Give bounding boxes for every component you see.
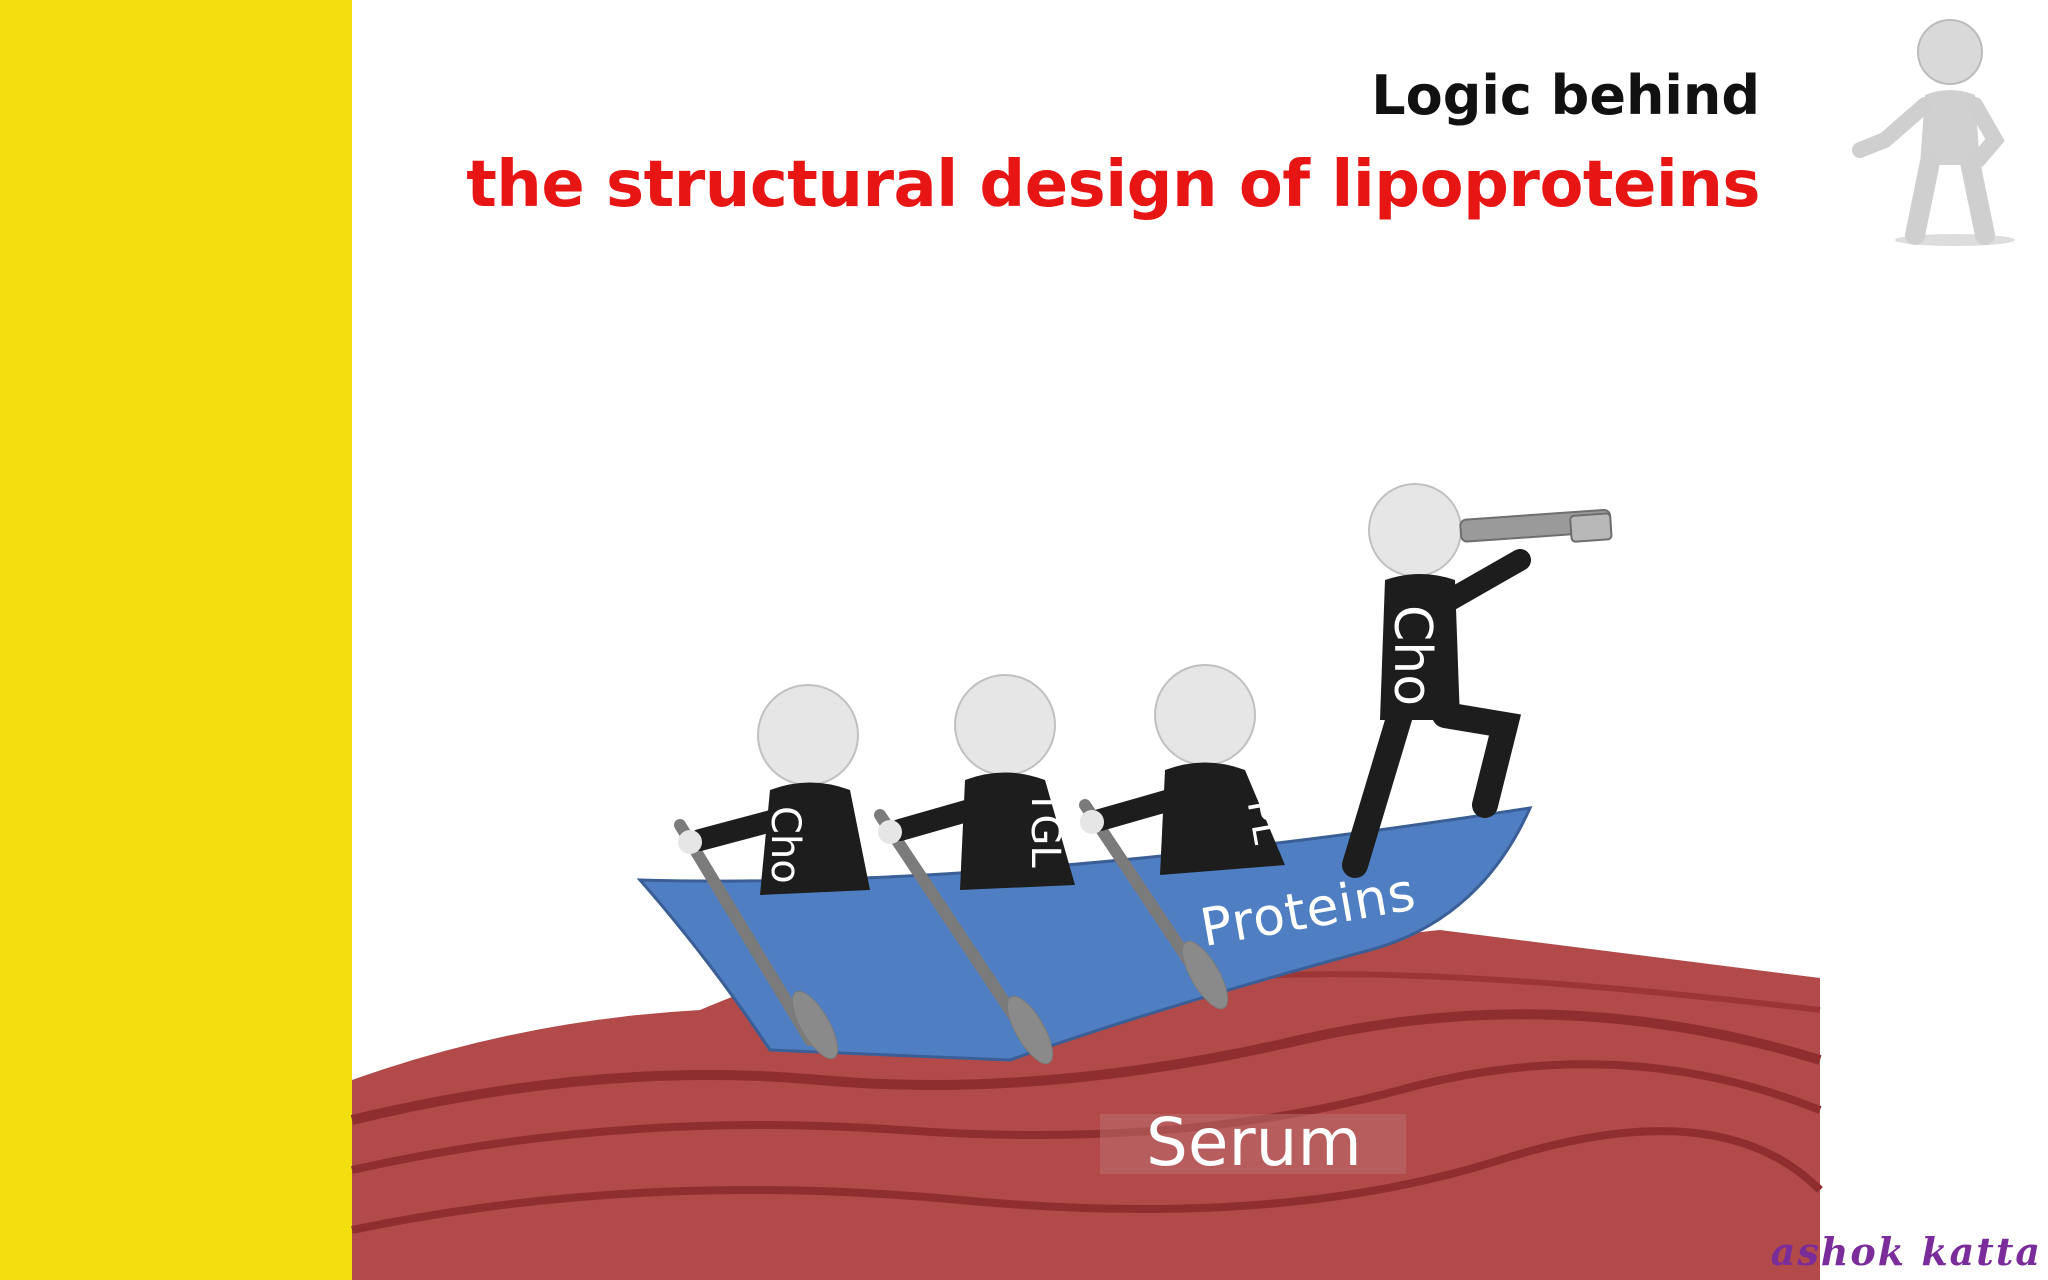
left-yellow-band [0, 0, 352, 1280]
title-line-2: the structural design of lipoproteins [466, 148, 1760, 222]
telescope-icon [1459, 508, 1613, 543]
rower-label-pl: PL [1238, 796, 1290, 848]
author-signature: ashok katta [1770, 1229, 2042, 1274]
rower-figure-icon [1080, 664, 1285, 875]
rower-figure-icon [678, 684, 870, 895]
title-line-1: Logic behind [1371, 64, 1760, 127]
lookout-label-cho: Cho [1382, 605, 1442, 707]
serum-label-box [1100, 1114, 1406, 1174]
oar-icon [674, 799, 1229, 1065]
pointing-figure-icon [1852, 19, 2015, 246]
lookout-figure-icon [1342, 483, 1531, 878]
rower-figure-icon [878, 674, 1075, 890]
rower-label-cho: Cho [762, 806, 808, 884]
rower-label-tgl: TGL [1022, 790, 1068, 868]
sea-label-serum: Serum [1146, 1104, 1362, 1181]
